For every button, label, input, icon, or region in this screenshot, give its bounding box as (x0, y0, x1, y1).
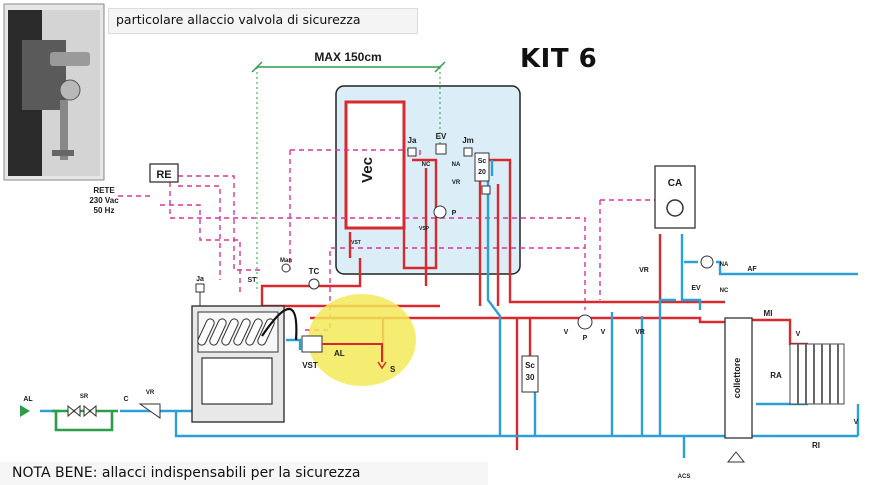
valve-photo (3, 3, 105, 181)
radiator-fins (797, 344, 839, 404)
al-in-label: AL (23, 396, 33, 403)
panel-nc-label: NC (422, 162, 431, 168)
hot-pipes (260, 158, 808, 450)
sr-label: SR (80, 394, 89, 400)
sc30-num: 30 (526, 373, 535, 382)
acs-label: ACS (678, 474, 691, 480)
panel-vr-label: VR (452, 180, 461, 186)
panel-p-label: P (452, 210, 457, 217)
c-label: C (123, 396, 128, 403)
caption-text: particolare allaccio valvola di sicurezz… (116, 12, 361, 27)
sc30-label: Sc (525, 361, 535, 370)
signal-lines (118, 149, 660, 331)
vr4-label: VR (146, 390, 155, 396)
note-box (0, 462, 488, 485)
collettore-box (724, 317, 753, 439)
sc20-label: Sc (478, 158, 487, 165)
p2-label: P (583, 335, 588, 342)
ca-box (654, 165, 696, 229)
st-label: ST (248, 277, 258, 284)
re-label: RE (156, 169, 171, 181)
tank-label: Vec (359, 157, 376, 183)
safety-note: NOTA BENE: allacci indispensabili per la… (12, 465, 361, 481)
cold-pipes (40, 160, 860, 458)
kit-title: KIT 6 (520, 44, 598, 74)
ri-label: RI (812, 441, 820, 450)
vst-valve (301, 335, 323, 353)
panel-vsp-label: VSP (419, 226, 430, 232)
tank-vec (344, 100, 406, 230)
ev2-label: EV (691, 285, 701, 292)
vr3-label: VR (639, 267, 649, 274)
panel-jm-label: Jm (462, 136, 474, 145)
ra-label: RA (770, 371, 782, 380)
nc2-label: NC (720, 288, 729, 294)
ja-label: Ja (196, 276, 204, 283)
ca-label: CA (668, 178, 682, 189)
v4-label: V (854, 419, 859, 426)
sc20-box (474, 152, 490, 182)
v3-label: V (796, 331, 801, 338)
man-label: Man (280, 258, 292, 264)
af-label: AF (747, 266, 757, 273)
tc-label: TC (309, 267, 320, 276)
caption-box (108, 8, 418, 34)
power-line1: RETE (93, 186, 115, 195)
inlet-valves (67, 403, 161, 419)
max-distance-label: MAX 150cm (314, 50, 381, 64)
max-distance-marker (251, 61, 446, 290)
sc20-num: 20 (478, 169, 486, 176)
v2-label: V (601, 329, 606, 336)
vr2-label: VR (635, 329, 645, 336)
power-line3: 50 Hz (94, 206, 115, 215)
panel-ev-label: EV (436, 132, 447, 141)
v1-label: V (564, 329, 569, 336)
na2-label: NA (720, 262, 729, 268)
s-label: S (390, 365, 396, 374)
safety-highlight (308, 294, 416, 386)
power-line2: 230 Vac (89, 196, 119, 205)
panel-vst-label: VST (351, 240, 361, 246)
re-box (149, 163, 179, 183)
collettore-label: collettore (732, 358, 742, 399)
panel-na-label: NA (452, 162, 461, 168)
al-out-label: AL (334, 349, 345, 358)
sc30-box (521, 355, 539, 393)
vst-label: VST (302, 361, 318, 370)
mi-label: MI (764, 309, 773, 318)
panel-ja-label: Ja (408, 136, 417, 145)
